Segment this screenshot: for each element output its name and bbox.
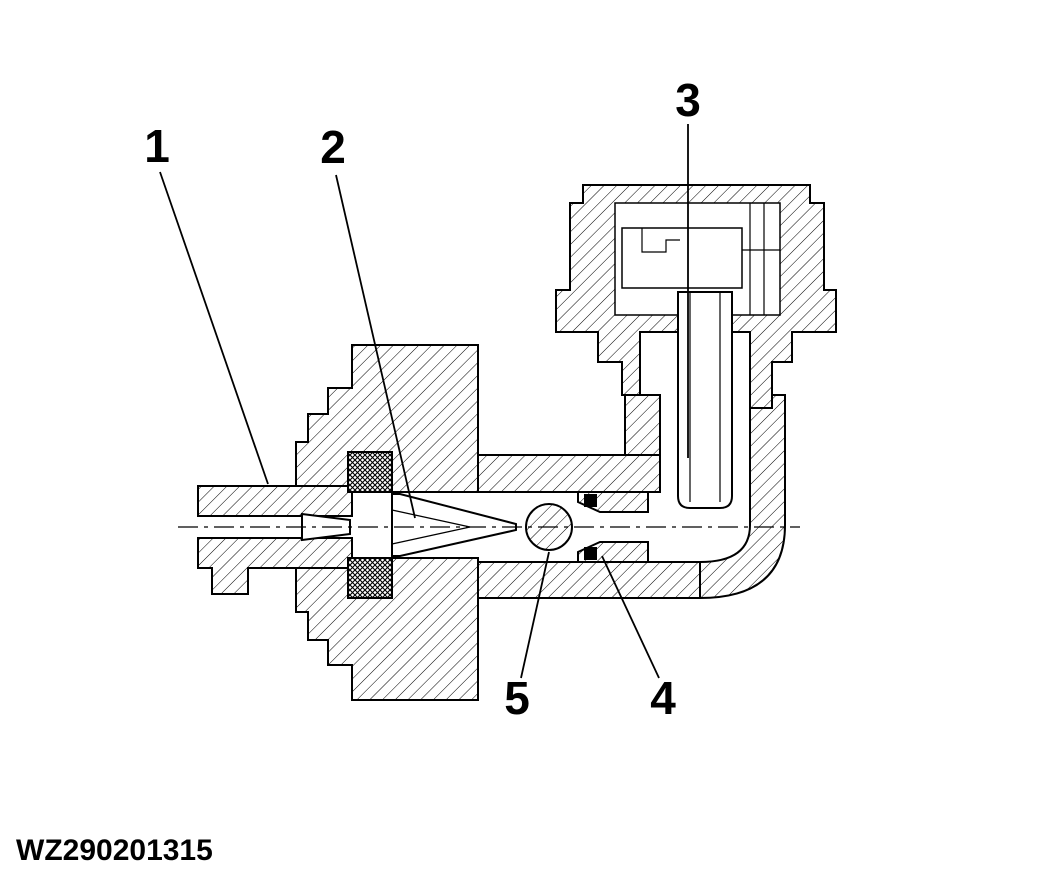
- part-code: WZ290201315: [16, 834, 213, 867]
- callout-5-label: 5: [504, 672, 530, 724]
- callout-labels: 1 2 3 4 5: [144, 74, 701, 724]
- seal-rings: [347, 451, 393, 599]
- flange-lower-section: [295, 557, 479, 701]
- nozzle-lower-wall: [197, 537, 353, 595]
- nut-inner-step: [641, 228, 680, 253]
- cone-inner-lines: [391, 509, 471, 545]
- valve-body-walls: [477, 394, 786, 600]
- seal-upper: [347, 451, 393, 493]
- o-ring-upper: [584, 494, 597, 507]
- leader-line-5: [520, 551, 550, 679]
- valve-seat: [577, 491, 649, 563]
- tube-top-wall: [477, 454, 661, 493]
- inner-pipe: [677, 291, 733, 509]
- leader-line-4: [601, 555, 660, 679]
- elbow-left-wall: [624, 394, 661, 456]
- nozzle-upper-wall: [197, 485, 353, 517]
- cone-body: [391, 493, 517, 557]
- inner-pipe-body: [677, 291, 733, 509]
- o-ring-lower: [584, 547, 597, 560]
- valve-cone: [391, 493, 517, 557]
- seal-lower: [347, 557, 393, 599]
- tube-bottom-wall: [477, 561, 701, 599]
- nut-slot: [621, 227, 743, 289]
- flange-upper-section: [295, 344, 479, 493]
- leader-lines: [159, 124, 689, 679]
- mounting-flange: [295, 344, 479, 701]
- callout-2-label: 2: [320, 121, 346, 173]
- elbow-right-wall: [699, 394, 786, 600]
- callout-1-label: 1: [144, 120, 170, 172]
- callout-3-label: 3: [675, 74, 701, 126]
- callout-4-label: 4: [650, 672, 676, 724]
- leader-line-2: [335, 174, 416, 519]
- leader-line-1: [159, 171, 269, 485]
